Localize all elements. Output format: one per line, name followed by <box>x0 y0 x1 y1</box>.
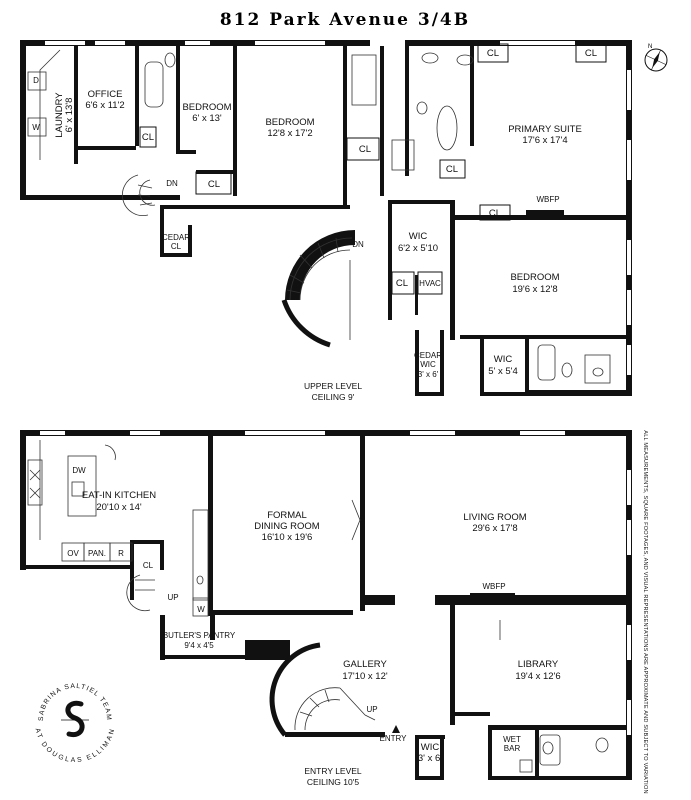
entry-level-plan <box>20 430 632 780</box>
refrigerator-label: R <box>118 549 124 558</box>
wet-bar-label-2: BAR <box>504 744 521 753</box>
laundry-label: LAUNDRY <box>54 92 65 138</box>
dishwasher-label: DW <box>72 466 86 475</box>
gallery-dims: 17'10 x 12' <box>342 671 388 682</box>
kitchen-dims: 20'10 x 14' <box>96 502 142 513</box>
closet-label: CL <box>446 164 458 175</box>
closet-label: CL <box>396 278 408 289</box>
wic-upper-label: WIC <box>409 231 428 242</box>
disclaimer: ALL MEASUREMENTS, SQUARE FOOTAGES, AND V… <box>642 430 648 793</box>
closet-label: CL <box>487 48 499 59</box>
washer-label: W <box>197 605 205 614</box>
dining-label: FORMAL <box>267 510 307 521</box>
wic-entry-label: WIC <box>421 742 440 753</box>
living-label: LIVING ROOM <box>463 512 526 523</box>
svg-text:N: N <box>648 44 652 50</box>
wic-upper-dims: 6'2 x 5'10 <box>398 243 438 254</box>
cedar-wic-label-2: WIC <box>420 360 436 369</box>
butlers-label: BUTLER'S PANTRY <box>163 631 236 640</box>
closet-label: CL <box>142 132 154 143</box>
dining-dims: 16'10 x 19'6 <box>262 532 313 543</box>
bedroom-right-dims: 19'6 x 12'8 <box>512 284 557 295</box>
wic-small-dims: 5' x 5'4 <box>488 366 518 377</box>
stair-dn-left: DN <box>166 179 178 188</box>
bedroom-mid-label: BEDROOM <box>265 117 314 128</box>
stair-dn-right: DN <box>352 240 364 249</box>
plan-title: 812 Park Avenue 3/4B <box>220 10 470 30</box>
bedroom-right-label: BEDROOM <box>510 272 559 283</box>
oven-label: OV <box>67 549 79 558</box>
laundry-w-label: W <box>32 123 40 132</box>
primary-suite-dims: 17'6 x 17'4 <box>522 135 567 146</box>
stair-up-left: UP <box>167 593 178 602</box>
cedar-wic-label: CEDAR <box>414 351 442 360</box>
cedar-cl-label: CEDAR <box>162 233 190 242</box>
wet-bar-label: WET <box>503 735 521 744</box>
upper-level-label: UPPER LEVEL <box>304 381 362 391</box>
wic-entry-dims: 3' x 6' <box>418 753 442 764</box>
living-dims: 29'6 x 17'8 <box>472 523 517 534</box>
upper-level-plan <box>20 40 632 396</box>
dining-label-2: DINING ROOM <box>254 521 320 532</box>
closet-label: CL <box>208 179 220 190</box>
butlers-dims: 9'4 x 4'5 <box>184 641 214 650</box>
cedar-wic-dims: 3' x 6' <box>418 370 439 379</box>
office-label: OFFICE <box>88 89 123 100</box>
closet-label: CL <box>585 48 597 59</box>
library-dims: 19'4 x 12'6 <box>515 671 560 682</box>
bedroom-small-label: BEDROOM <box>182 102 231 113</box>
library-label: LIBRARY <box>518 659 559 670</box>
upper-level-ceiling: CEILING 9' <box>312 392 355 402</box>
closet-label: CL <box>489 208 501 219</box>
wbfp-entry-label: WBFP <box>482 582 505 591</box>
laundry-dims: 6' x 13'8 <box>64 98 75 133</box>
gallery-label: GALLERY <box>343 659 387 670</box>
closet-label: CL <box>143 561 154 570</box>
primary-suite-label: PRIMARY SUITE <box>508 124 582 135</box>
closet-label: CL <box>359 144 371 155</box>
entry-label: ENTRY <box>380 734 408 743</box>
brand-logo-icon <box>40 685 110 755</box>
entry-level-ceiling: CEILING 10'5 <box>307 777 359 787</box>
bedroom-mid-dims: 12'8 x 17'2 <box>267 128 312 139</box>
pantry-label: PAN. <box>88 549 106 558</box>
bedroom-small-dims: 6' x 13' <box>192 113 222 124</box>
stair-up-right: UP <box>366 705 377 714</box>
upper-level-labels: D W LAUNDRY 6' x 13'8 OFFICE 6'6 x 11'2 … <box>32 48 597 402</box>
entry-level-labels: DW EAT-IN KITCHEN 20'10 x 14' OV PAN. R … <box>67 466 560 787</box>
wic-small-label: WIC <box>494 354 513 365</box>
cedar-cl-label-2: CL <box>171 242 182 251</box>
hvac-label: HVAC <box>419 279 441 288</box>
kitchen-label: EAT-IN KITCHEN <box>82 490 156 501</box>
entry-level-label: ENTRY LEVEL <box>304 766 362 776</box>
wbfp-upper-label: WBFP <box>536 195 559 204</box>
office-dims: 6'6 x 11'2 <box>85 100 124 111</box>
laundry-d-label: D <box>33 76 39 85</box>
compass-icon: N <box>644 44 668 72</box>
